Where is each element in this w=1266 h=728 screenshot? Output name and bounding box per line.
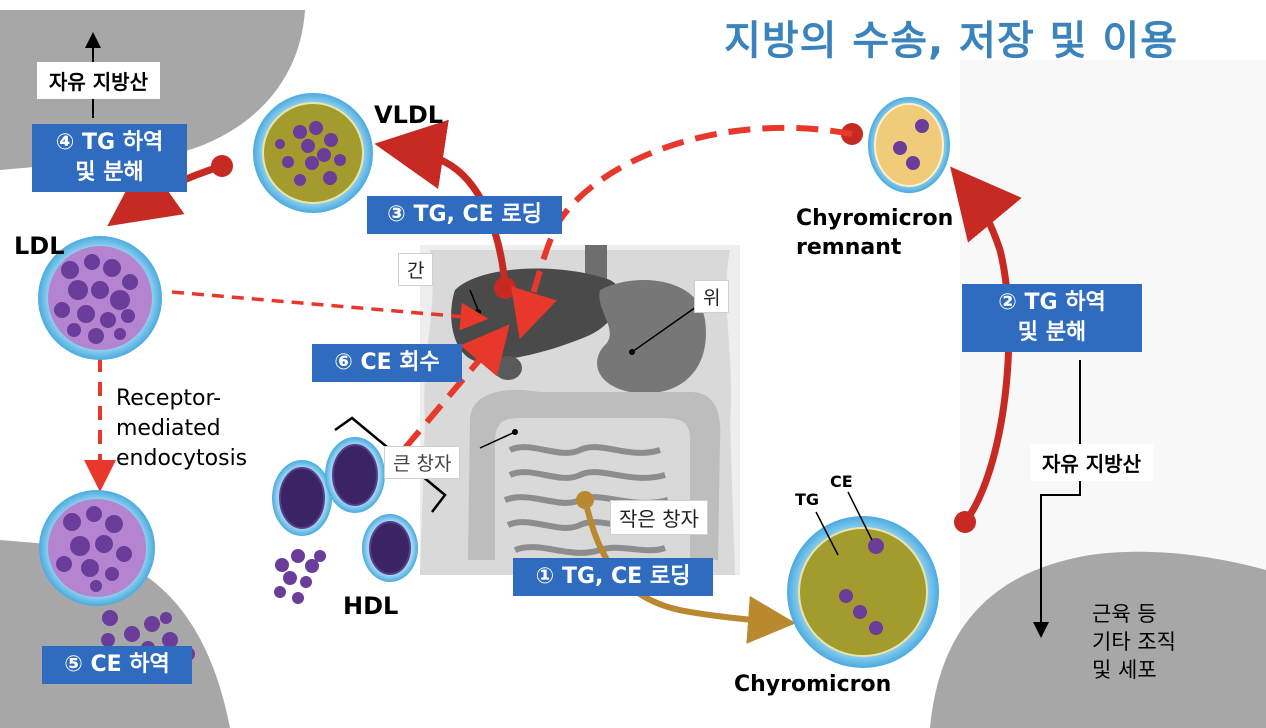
gold-arrow: [582, 499, 796, 644]
organ-large-intestine-label: 큰 창자: [384, 446, 461, 479]
ce-label: CE: [830, 472, 853, 491]
arrow-dot-chylomicron: [954, 511, 976, 533]
receptor-line3: endocytosis: [116, 446, 248, 471]
remnant-label-line2: remnant: [796, 235, 902, 260]
tissue-bottom-right: [930, 551, 1266, 728]
step-6-box: ⑥ CE 회수: [312, 344, 462, 382]
hdl-particles: [272, 437, 418, 604]
remnant-particle: [868, 97, 950, 193]
hdl-label: HDL: [343, 592, 399, 620]
tissue-label-line1: 근육 등: [1092, 602, 1157, 626]
tg-label: TG: [795, 490, 820, 509]
ldl-label: LDL: [14, 232, 65, 260]
ldl-in-cell: [39, 490, 155, 606]
vldl-particle: [253, 93, 373, 213]
receptor-line1: Receptor-: [116, 386, 222, 411]
chylomicron-label: Chyromicron: [734, 672, 892, 697]
tissue-label-line3: 및 세포: [1092, 658, 1157, 682]
page-title: 지방의 수송, 저장 및 이용: [724, 18, 1178, 64]
free-fatty-acid-top: 자유 지방산: [37, 62, 160, 99]
free-fatty-acid-right: 자유 지방산: [1030, 444, 1153, 481]
remnant-label-line1: Chyromicron: [796, 206, 954, 231]
arrow-dot-vldl: [211, 155, 233, 177]
receptor-line2: mediated: [116, 416, 221, 441]
step-4-box: ④ TG 하역 및 분해: [32, 124, 187, 192]
gold-arrow-dot: [576, 491, 594, 509]
step-2-box: ② TG 하역 및 분해: [962, 284, 1142, 352]
organ-liver-label: 간: [398, 253, 434, 286]
tissue-label-line2: 기타 조직: [1092, 630, 1176, 654]
vldl-label: VLDL: [374, 101, 444, 129]
chylomicron-particle: [787, 491, 939, 668]
dashed-arrows: [84, 124, 853, 492]
organ-stomach-label: 위: [694, 280, 730, 313]
step-1-box: ① TG, CE 로딩: [513, 558, 713, 596]
step-5-box: ⑤ CE 하역: [42, 646, 192, 684]
arrow-dot-liver: [494, 277, 516, 299]
ldl-particle: [38, 236, 162, 360]
step-3-box: ③ TG, CE 로딩: [367, 196, 562, 234]
organ-small-intestine-label: 작은 창자: [610, 500, 708, 535]
